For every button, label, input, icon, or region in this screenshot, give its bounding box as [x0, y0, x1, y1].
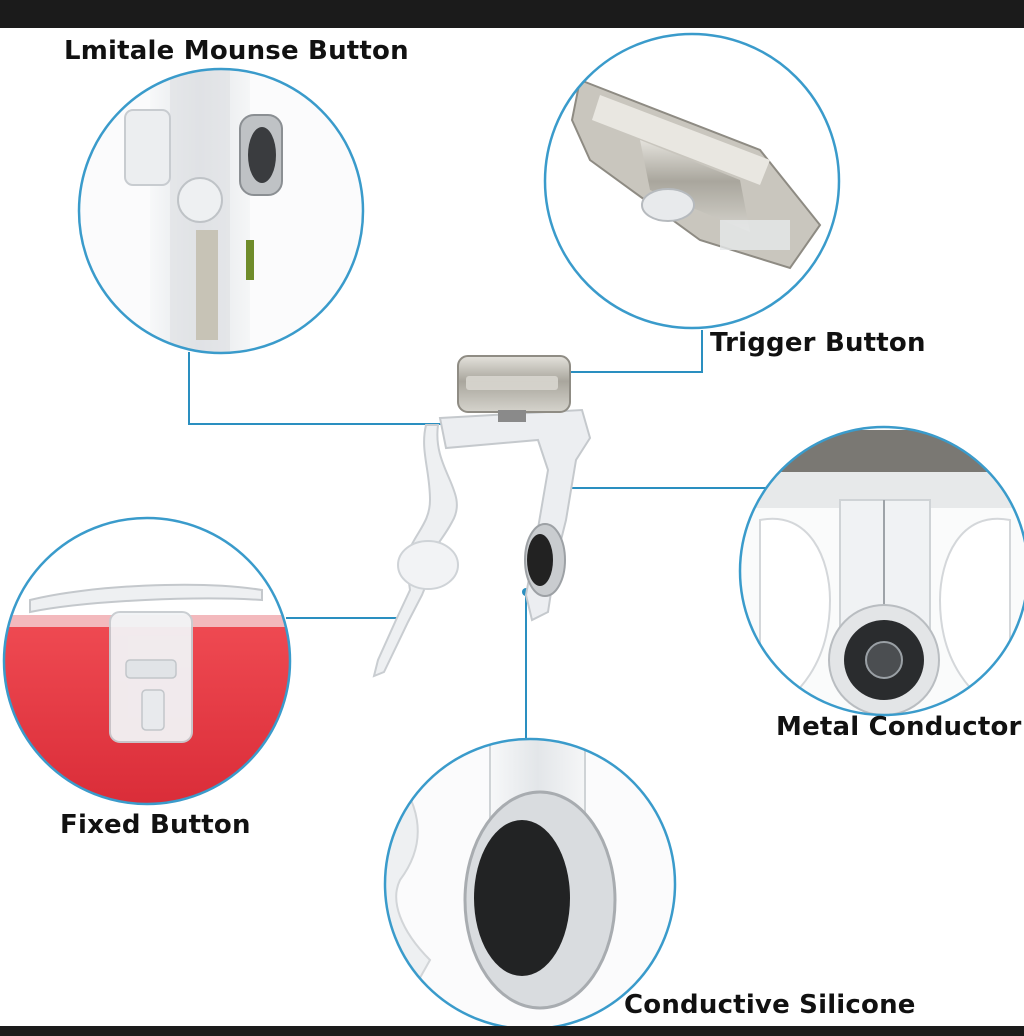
callout-line-trigger-button	[522, 330, 703, 373]
label-trigger-button: Trigger Button	[710, 328, 926, 358]
label-metal-conductor: Metal Conductor	[776, 712, 1022, 742]
zoom-circle-fixed-button	[2, 516, 292, 806]
zoom-circle-lmitale-mouse-button	[77, 67, 365, 355]
label-lmitale-mouse-button: Lmitale Mounse Button	[64, 36, 409, 66]
callout-line-lmitale-mouse-button	[188, 352, 510, 425]
label-fixed-button: Fixed Button	[60, 810, 251, 840]
zoom-circle-metal-conductor	[738, 425, 1024, 717]
zoom-circle-conductive-silicone	[383, 737, 677, 1031]
trigger-product-illustration	[372, 355, 592, 678]
zoom-circle-trigger-button	[543, 32, 841, 330]
bottom-frame-bar	[0, 1026, 1024, 1036]
label-conductive-silicone: Conductive Silicone	[624, 990, 916, 1020]
top-frame-bar	[0, 0, 1024, 28]
callout-lines	[188, 330, 766, 742]
